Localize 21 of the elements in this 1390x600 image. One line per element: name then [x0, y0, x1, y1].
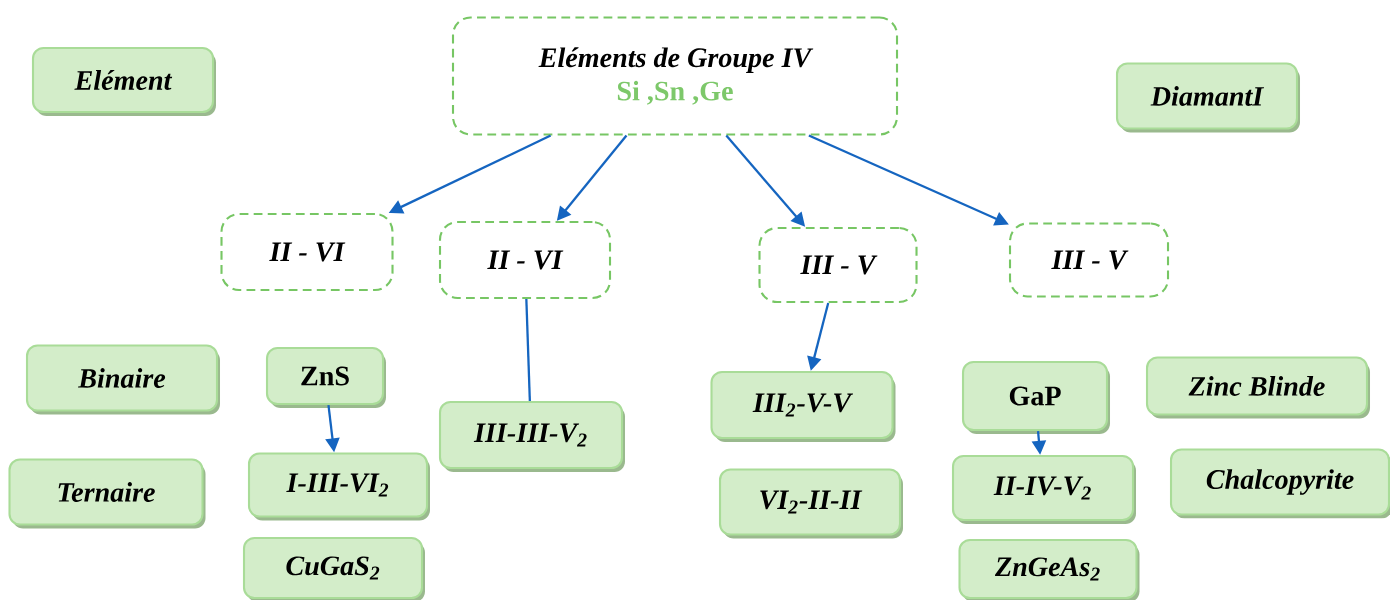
compound-box: CuGaS$_{2}$: [242, 536, 425, 600]
category-box: Elément: [31, 46, 216, 116]
compound-box: II-IV-V$_{2}$: [951, 454, 1136, 524]
compound-box: III-III-V$_{2}$: [438, 400, 625, 472]
category-box: DiamantI: [1115, 62, 1300, 133]
compound-box: I-III-VI$_{2}$: [247, 452, 430, 521]
group-box: II - VI: [220, 212, 394, 292]
compound-box: ZnS: [265, 346, 386, 408]
category-box: Ternaire: [8, 458, 206, 529]
group-box: Eléments de Groupe IV Si ,Sn ,Ge: [451, 16, 899, 136]
compound-box: III$_{2}$-V-V: [710, 370, 896, 442]
category-box: Zinc Blinde: [1145, 356, 1370, 419]
category-box: Chalcopyrite: [1169, 448, 1390, 519]
compound-box: ZnGeAs$_{2}$: [958, 538, 1140, 600]
group-box: II - VI: [438, 220, 612, 300]
group-box: III - V: [1008, 222, 1170, 298]
compound-box: GaP: [961, 360, 1110, 434]
category-box: Binaire: [25, 344, 220, 415]
connector-line: [525, 299, 531, 401]
group-box: III - V: [758, 226, 918, 304]
compound-box: VI$_{2}$-II-II: [718, 468, 903, 539]
